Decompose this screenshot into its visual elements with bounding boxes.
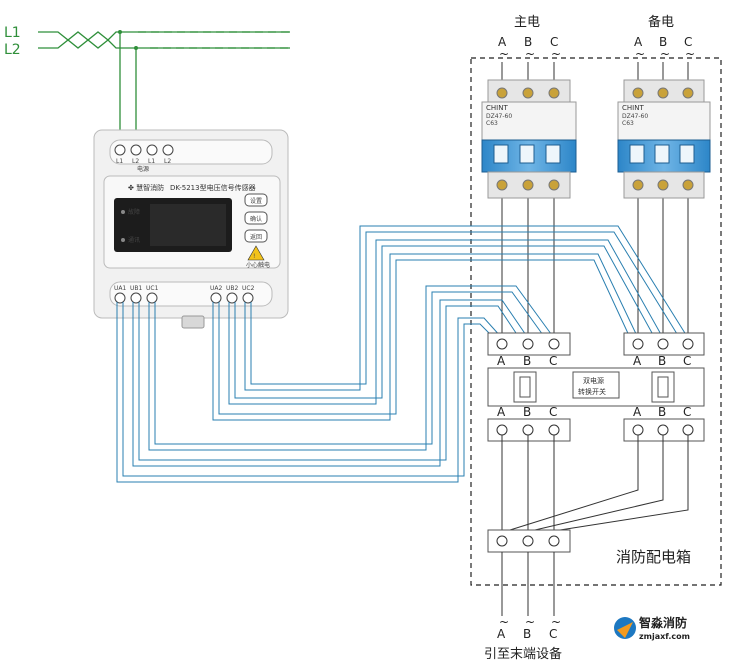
svg-text:C: C (549, 627, 557, 641)
svg-text:L2: L2 (164, 158, 171, 165)
svg-text:C: C (549, 354, 557, 368)
svg-text:C63: C63 (486, 120, 498, 127)
svg-text:~: ~ (635, 47, 645, 61)
svg-text:~: ~ (685, 47, 695, 61)
svg-text:设置: 设置 (250, 197, 262, 205)
svg-text:C: C (683, 405, 691, 419)
cabinet-label: 消防配电箱 (616, 548, 691, 566)
svg-text:B: B (524, 35, 532, 49)
svg-text:A: A (633, 354, 642, 368)
backup-phase-labels: A B C ~ ~ ~ (634, 35, 695, 61)
svg-text:~: ~ (525, 615, 535, 629)
svg-text:B: B (658, 354, 666, 368)
warning-icon (247, 245, 265, 261)
backup-breaker: CHINT DZ47-60 C63 (617, 79, 711, 199)
svg-text:DK-5213型电压信号传感器: DK-5213型电压信号传感器 (170, 183, 256, 192)
sensor-confirm-button[interactable] (244, 211, 268, 225)
sensor-back-button[interactable] (244, 229, 268, 243)
svg-text:DZ47-60: DZ47-60 (486, 113, 512, 120)
svg-text:返回: 返回 (250, 234, 262, 241)
backup-power-label: 备电 (648, 14, 674, 30)
svg-text:小心触电: 小心触电 (246, 261, 270, 269)
svg-text:A: A (633, 405, 642, 419)
l1-label: L1 (4, 25, 21, 41)
svg-text:UA2: UA2 (210, 285, 222, 292)
svg-text:UC1: UC1 (146, 285, 159, 292)
svg-text:通讯: 通讯 (128, 236, 140, 244)
svg-text:CHINT: CHINT (486, 104, 508, 112)
svg-text:~: ~ (660, 47, 670, 61)
svg-text:UC2: UC2 (242, 285, 255, 292)
svg-text:B: B (523, 627, 531, 641)
svg-text:UB2: UB2 (226, 285, 239, 292)
sensor-set-button[interactable] (244, 193, 268, 207)
svg-text:B: B (523, 354, 531, 368)
brand-logo: 智淼消防 zmjaxf.com (614, 615, 690, 641)
output-phase-labels: ~ ~ ~ A B C (497, 615, 561, 641)
svg-text:~: ~ (499, 47, 509, 61)
main-power-label: 主电 (514, 15, 540, 30)
svg-text:A: A (497, 405, 506, 419)
svg-text:L1: L1 (148, 158, 155, 165)
svg-text:C: C (684, 35, 692, 49)
svg-text:B: B (659, 35, 667, 49)
svg-text:CHINT: CHINT (622, 104, 644, 112)
svg-text:双电源: 双电源 (583, 376, 604, 385)
output-label: 引至末端设备 (484, 646, 562, 662)
svg-text:~: ~ (551, 47, 561, 61)
svg-text:zmjaxf.com: zmjaxf.com (639, 632, 690, 641)
main-breaker: CHINT DZ47-60 C63 (481, 79, 577, 199)
output-terminal-block (487, 529, 571, 553)
output-wiring (501, 435, 689, 531)
svg-text:~: ~ (525, 47, 535, 61)
svg-text:C: C (550, 35, 558, 49)
transfer-switch: A B C A B C 双电源 转换开关 A B C A B C (487, 332, 705, 442)
svg-text:A: A (498, 35, 507, 49)
svg-text:DZ47-60: DZ47-60 (622, 113, 648, 120)
svg-text:确认: 确认 (250, 215, 262, 223)
svg-text:智淼消防: 智淼消防 (638, 615, 687, 630)
svg-text:C: C (683, 354, 691, 368)
svg-text:B: B (523, 405, 531, 419)
svg-text:C: C (549, 405, 557, 419)
svg-text:UB1: UB1 (130, 285, 143, 292)
svg-text:A: A (497, 354, 506, 368)
l2-label: L2 (4, 42, 21, 58)
svg-text:故障: 故障 (128, 208, 140, 216)
svg-text:L1: L1 (116, 158, 123, 165)
svg-text:电源: 电源 (137, 165, 149, 173)
svg-text:UA1: UA1 (114, 285, 126, 292)
svg-text:A: A (497, 627, 506, 641)
svg-text:B: B (658, 405, 666, 419)
svg-text:L2: L2 (132, 158, 139, 165)
svg-text:C63: C63 (622, 120, 634, 127)
svg-text:!: ! (253, 253, 255, 260)
power-input-lines: L1 L2 (4, 25, 290, 148)
svg-text:✤ 慧智消防: ✤ 慧智消防 (128, 183, 164, 192)
fire-cabinet-boundary (470, 57, 722, 586)
svg-text:~: ~ (499, 615, 509, 629)
svg-text:A: A (634, 35, 643, 49)
voltage-sensor: L1 L2 L1 L2 电源 ✤ 慧智消防 DK-5213型电压信号传感器 故障… (93, 129, 289, 329)
svg-text:~: ~ (551, 615, 561, 629)
main-phase-labels: A B C ~ ~ ~ (498, 35, 561, 61)
svg-text:转换开关: 转换开关 (578, 387, 606, 396)
signal-wires (116, 225, 689, 483)
